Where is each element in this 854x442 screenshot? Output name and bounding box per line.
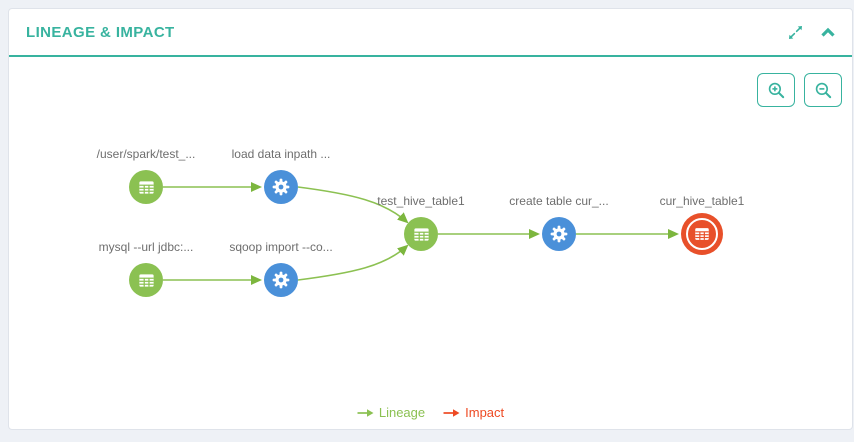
node-label-hdfs-path: /user/spark/test_... xyxy=(96,147,196,161)
panel-header: LINEAGE & IMPACT xyxy=(9,9,852,57)
current-entity-ring xyxy=(686,218,718,250)
arrow-right-icon xyxy=(443,408,460,417)
zoom-in-icon xyxy=(768,82,784,98)
lineage-node-sqoop-import-process[interactable] xyxy=(264,263,298,297)
node-label-mysql-db: mysql --url jdbc:... xyxy=(98,240,194,254)
lineage-node-load-data-process[interactable] xyxy=(264,170,298,204)
node-label-sqoop-import-process: sqoop import --co... xyxy=(229,240,333,254)
lineage-node-create-table-process[interactable] xyxy=(542,217,576,251)
legend: Lineage Impact xyxy=(9,405,852,420)
legend-label: Impact xyxy=(465,405,505,420)
node-label-test-hive-table1: test_hive_table1 xyxy=(377,194,465,208)
lineage-node-cur-hive-table1[interactable] xyxy=(681,213,723,255)
panel-body: /user/spark/test_... load data inpath ..… xyxy=(9,57,852,429)
lineage-node-mysql-db[interactable] xyxy=(129,263,163,297)
legend-item-lineage: Lineage xyxy=(357,405,425,420)
gear-icon xyxy=(550,225,568,243)
expand-arrows-icon xyxy=(788,25,803,39)
expand-button[interactable] xyxy=(785,22,806,43)
zoom-out-button[interactable] xyxy=(804,73,842,107)
node-label-cur-hive-table1: cur_hive_table1 xyxy=(659,194,745,208)
table-icon xyxy=(138,180,154,194)
lineage-panel: LINEAGE & IMPACT /us xyxy=(8,8,853,430)
table-icon xyxy=(695,228,709,240)
zoom-in-button[interactable] xyxy=(757,73,795,107)
node-label-load-data-process: load data inpath ... xyxy=(231,147,331,161)
zoom-out-icon xyxy=(815,82,831,98)
gear-icon xyxy=(272,271,290,289)
lineage-node-hdfs-path[interactable] xyxy=(129,170,163,204)
table-icon xyxy=(413,227,429,241)
chevron-up-icon xyxy=(821,27,835,37)
panel-title: LINEAGE & IMPACT xyxy=(26,23,175,41)
collapse-button[interactable] xyxy=(818,24,838,40)
lineage-node-test-hive-table1[interactable] xyxy=(404,217,438,251)
arrow-right-icon xyxy=(357,408,374,417)
legend-item-impact: Impact xyxy=(443,405,504,420)
table-icon xyxy=(138,273,154,287)
node-label-create-table-process: create table cur_... xyxy=(509,194,609,208)
legend-label: Lineage xyxy=(378,405,426,420)
gear-icon xyxy=(272,178,290,196)
